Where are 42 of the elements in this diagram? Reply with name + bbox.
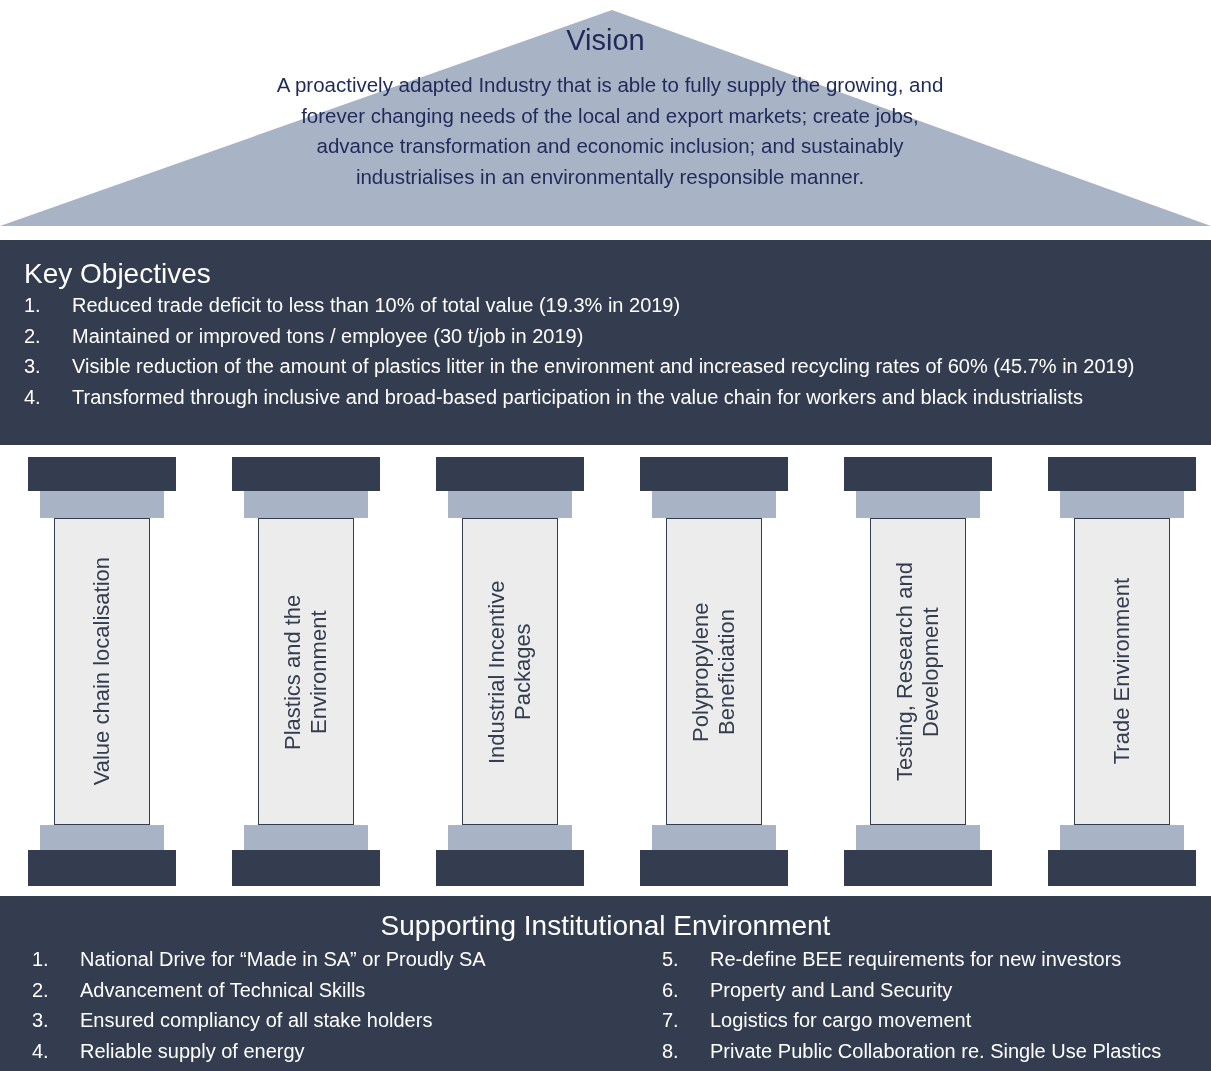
pillar-label: Plastics and the Environment: [280, 592, 332, 752]
objective-text: Maintained or improved tons / employee (30 t/job in 2019): [72, 323, 584, 349]
panel-heading: Key Objectives: [24, 257, 212, 291]
pillar-shaft: [462, 518, 558, 825]
support-item-text: Advancement of Technical Skills: [80, 977, 366, 1003]
item-number: 3.: [32, 1008, 50, 1033]
item-number: 4.: [32, 1038, 50, 1064]
pillar-shaft: [870, 518, 966, 825]
support-item-text: Re-define BEE requirements for new investors: [710, 947, 1122, 972]
item-number: 4.: [24, 384, 42, 410]
item-number: 2.: [32, 977, 50, 1003]
pillar-label: Testing, Research and Development: [892, 561, 944, 783]
support-item-text: National Drive for “Made in SA” or Proudly SA: [80, 947, 486, 972]
pillar-shaft: [1074, 518, 1170, 825]
support-item-text: Logistics for cargo movement: [710, 1008, 972, 1033]
vision-heading: Vision: [565, 24, 646, 57]
item-number: 5.: [662, 947, 680, 972]
pillar-label: Trade Environment: [1109, 578, 1135, 765]
item-number: 1.: [24, 293, 42, 318]
vision-statement: A proactively adapted Industry that is able to fully supply the growing, and forever changing needs of the local and export markets; create jobs, advance transformation and economic inclusion; and sustainably industrialises in an environmentally responsible manner.: [275, 72, 945, 190]
foundation-panel: [0, 896, 1211, 1071]
objectives-panel: [0, 240, 1211, 445]
item-number: 3.: [24, 354, 42, 379]
pillar-shaft: [258, 518, 354, 825]
pillar-shaft: [666, 518, 762, 825]
objective-text: Transformed through inclusive and broad-based participation in the value chain for workers and black industrialists: [72, 384, 1083, 410]
objective-text: Visible reduction of the amount of plastics litter in the environment and increased recycling rates of 60% (45.7% in 2019): [72, 354, 1135, 379]
support-item-text: Private Public Collaboration re. Single Use Plastics: [710, 1038, 1162, 1064]
item-number: 6.: [662, 977, 680, 1003]
support-item-text: Reliable supply of energy: [80, 1038, 305, 1064]
objective-text: Reduced trade deficit to less than 10% of total value (19.3% in 2019): [72, 293, 681, 318]
pillar-label: Value chain localisation: [89, 557, 115, 786]
pillar-label: Polypropylene Beneficiation: [688, 600, 740, 744]
item-number: 7.: [662, 1008, 680, 1033]
pillar-shaft: [54, 518, 150, 825]
support-item-text: Ensured compliancy of all stake holders: [80, 1008, 433, 1033]
pillar-label: Industrial Incentive Packages: [484, 578, 536, 766]
item-number: 8.: [662, 1038, 680, 1064]
item-number: 2.: [24, 323, 42, 349]
support-item-text: Property and Land Security: [710, 977, 953, 1003]
panel-heading: Supporting Institutional Environment: [379, 909, 832, 943]
item-number: 1.: [32, 947, 50, 972]
